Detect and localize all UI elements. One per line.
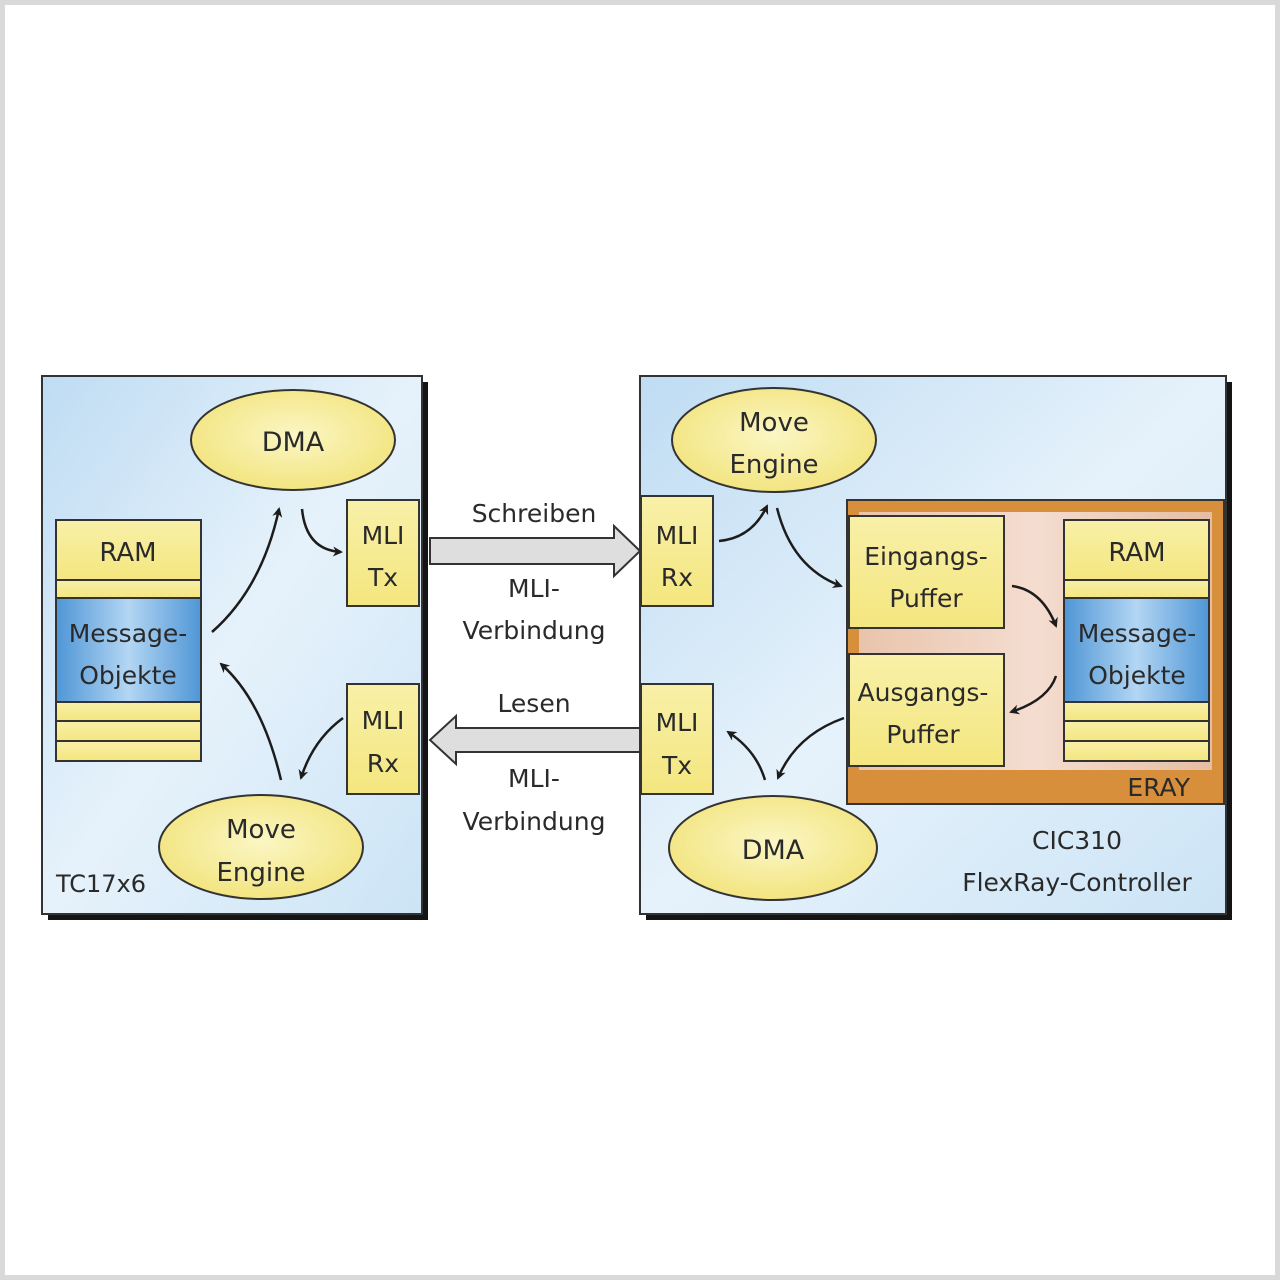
left-flow-arrows: [211, 507, 344, 781]
left-mli-tx-line1: MLI: [362, 521, 405, 550]
left-move-engine-line1: Move: [226, 815, 296, 845]
mli-rx-to-move-engine-arrow: [298, 716, 344, 780]
right-dma: DMA: [668, 795, 878, 901]
move-engine-to-ram-arrow: [219, 662, 283, 781]
output-buffer: Ausgangs- Puffer: [848, 653, 1005, 767]
left-move-engine-line2: Engine: [216, 858, 305, 888]
move-engine-to-input-buffer-arrow: [775, 507, 843, 588]
write-caption-line2: Verbindung: [463, 616, 606, 645]
left-ram-objects-line2: Objekte: [79, 661, 177, 690]
left-ram: RAM Message- Objekte: [55, 519, 202, 762]
right-mli-tx-line1: MLI: [656, 708, 699, 737]
right-mli-rx: MLI Rx: [640, 495, 714, 607]
write-label: Schreiben: [472, 499, 597, 528]
right-chip-name-line1: CIC310: [1032, 826, 1122, 855]
eray-ram-label: RAM: [1108, 538, 1165, 568]
write-link: Schreiben MLI- Verbindung: [429, 499, 642, 645]
right-mli-rx-line2: Rx: [661, 563, 693, 592]
mli-rx-to-move-engine-arrow: [718, 504, 769, 543]
ram-to-dma-arrow: [211, 507, 283, 633]
left-mli-tx-line2: Tx: [367, 563, 398, 592]
left-mli-rx-line1: MLI: [362, 706, 405, 735]
read-caption-line2: Verbindung: [463, 807, 606, 836]
right-chip-name-line2: FlexRay-Controller: [962, 868, 1192, 897]
right-mli-rx-line1: MLI: [656, 521, 699, 550]
right-mli-tx: MLI Tx: [640, 683, 714, 795]
left-move-engine: Move Engine: [158, 794, 364, 900]
eray-label: ERAY: [1127, 773, 1190, 802]
left-mli-tx: MLI Tx: [346, 499, 420, 607]
input-buffer-line1: Eingangs-: [864, 542, 988, 571]
output-buffer-line1: Ausgangs-: [858, 678, 989, 707]
output-buffer-to-dma-arrow: [776, 716, 845, 780]
right-dma-label: DMA: [742, 835, 805, 866]
left-dma: DMA: [190, 389, 396, 491]
left-ram-label: RAM: [99, 538, 156, 568]
read-caption-line1: MLI-: [508, 764, 560, 793]
right-mli-tx-line2: Tx: [661, 751, 692, 780]
dma-to-mli-tx-arrow: [300, 508, 343, 557]
eray-ram-objects-line1: Message-: [1078, 619, 1197, 648]
write-caption-line1: MLI-: [508, 574, 560, 603]
eray-ram-objects-line2: Objekte: [1088, 661, 1186, 690]
output-buffer-line2: Puffer: [886, 720, 960, 749]
input-buffer-to-ram-arrow: [1011, 584, 1058, 628]
right-move-engine: Move Engine: [671, 387, 877, 493]
input-buffer-line2: Puffer: [889, 584, 963, 613]
left-ram-objects-line1: Message-: [69, 619, 188, 648]
right-move-engine-line2: Engine: [729, 450, 818, 480]
left-mli-rx-line2: Rx: [367, 749, 399, 778]
left-dma-label: DMA: [262, 427, 325, 458]
ram-to-output-buffer-arrow: [1009, 675, 1058, 715]
eray-ram: RAM Message- Objekte: [1063, 519, 1210, 762]
left-chip-name: TC17x6: [55, 870, 146, 898]
input-buffer: Eingangs- Puffer: [848, 515, 1005, 629]
left-mli-rx: MLI Rx: [346, 683, 420, 795]
right-flow-arrows: [718, 504, 1058, 781]
read-link: Lesen MLI- Verbindung: [428, 689, 641, 836]
right-move-engine-line1: Move: [739, 408, 809, 438]
read-label: Lesen: [497, 689, 570, 718]
dma-to-mli-tx-arrow: [726, 730, 767, 781]
